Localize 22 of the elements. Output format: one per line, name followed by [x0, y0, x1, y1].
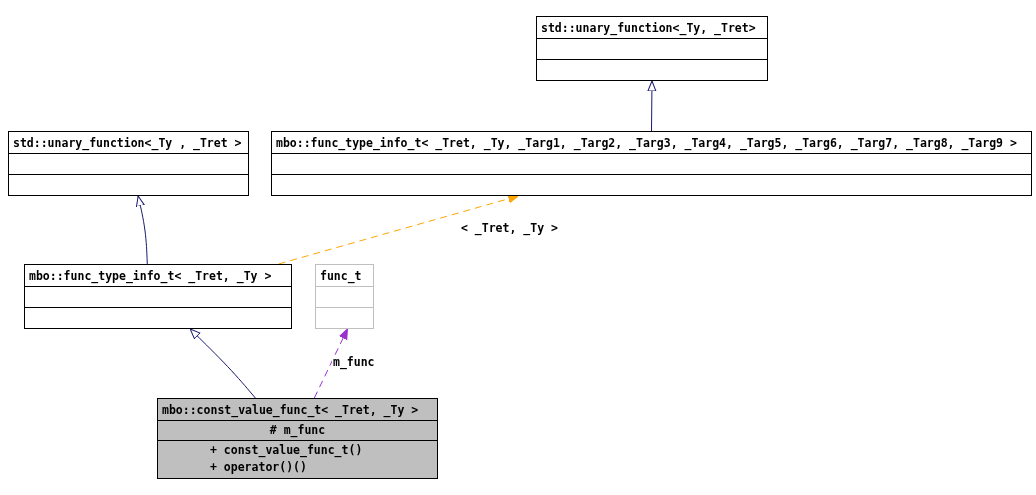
class-name: mbo::func_type_info_t< _Tret, _Ty >	[29, 268, 272, 283]
class-name: func_t	[320, 268, 362, 283]
dashed-arrow	[278, 194, 519, 265]
class-name: std::unary_function<_Ty , _Tret >	[13, 135, 242, 150]
class-box	[157, 398, 438, 479]
class-name: mbo::const_value_func_t< _Tret, _Ty >	[162, 402, 419, 417]
class-box	[8, 131, 249, 196]
class-box	[24, 264, 292, 329]
inheritance-arrow	[136, 195, 148, 265]
inheritance-arrow	[647, 80, 657, 132]
inheritance-arrow	[189, 328, 256, 399]
class-box	[536, 16, 768, 81]
dashed-arrow	[313, 328, 348, 399]
class-name: std::unary_function<_Ty, _Tret>	[541, 20, 756, 35]
class-box	[315, 264, 374, 329]
method-text: + operator()()	[210, 459, 308, 477]
class-box	[271, 131, 1032, 196]
edge-label: < _Tret, _Ty >	[460, 221, 559, 235]
edge-label: m_func	[332, 355, 376, 369]
attribute-text: # m_func	[269, 423, 326, 438]
class-name: mbo::func_type_info_t< _Tret, _Ty, _Targ1, _Targ2, _Targ3, _Targ4, _Targ5, _Targ6, _Targ7, _Targ8, _Targ9 >	[276, 135, 1017, 150]
method-text: + const_value_func_t()	[210, 442, 364, 460]
